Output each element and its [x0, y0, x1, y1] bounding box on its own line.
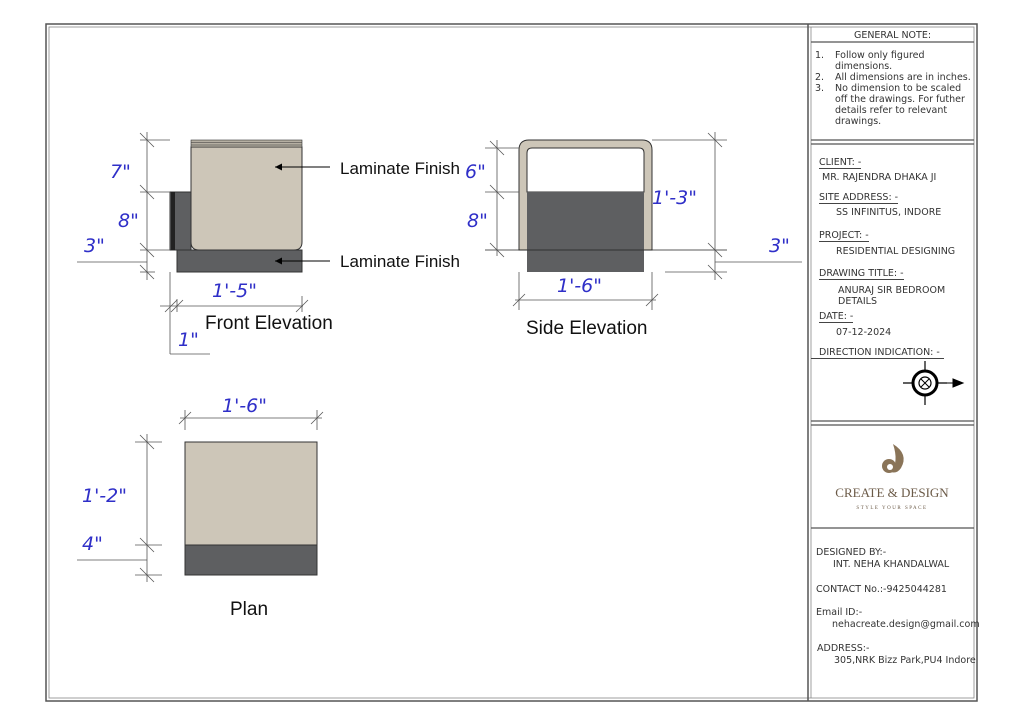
email-value: nehacreate.design@gmail.com	[832, 619, 980, 630]
front-elevation-title: Front Elevation	[205, 313, 333, 334]
drawing-title-value: ANURAJ SIR BEDROOM DETAILS	[838, 285, 946, 307]
direction-label: DIRECTION INDICATION: -	[811, 347, 944, 359]
note-item: 1. Follow only figured dimensions.	[815, 50, 973, 72]
address-label: ADDRESS:-	[817, 643, 870, 654]
dim-offset: 1"	[178, 329, 199, 351]
dim-width: 1'-5"	[212, 280, 257, 302]
note-text: Follow only figured dimensions.	[835, 50, 925, 72]
date-label: DATE: -	[819, 311, 854, 323]
note-num: 3.	[815, 83, 825, 94]
dim-depth: 1'-2"	[82, 485, 127, 507]
general-note-header: GENERAL NOTE:	[853, 30, 932, 41]
date-value: 07-12-2024	[836, 327, 892, 338]
note-num: 2.	[815, 72, 825, 83]
designed-by-value: INT. NEHA KHANDALWAL	[833, 559, 950, 570]
sheet-border	[45, 23, 978, 702]
callout-laminate-top: Laminate Finish	[340, 159, 460, 178]
note-item: 2. All dimensions are in inches.	[815, 72, 973, 83]
dim-width: 1'-6"	[222, 395, 267, 417]
client-value: MR. RAJENDRA DHAKA JI	[822, 172, 937, 183]
plan-view: 1'-6" 1'-2" 4" Plan	[77, 395, 324, 620]
drawing-title-label: DRAWING TITLE: -	[819, 268, 904, 280]
dim-top: 7"	[110, 161, 131, 183]
dim-middle: 8"	[118, 210, 139, 232]
logo-icon	[882, 444, 904, 473]
side-elevation-title: Side Elevation	[526, 318, 647, 339]
dim-base: 3"	[769, 235, 790, 257]
note-text: No dimension to be scaled off the drawin…	[835, 83, 965, 127]
logo-tagline: STYLE YOUR SPACE	[856, 506, 927, 511]
plan-title: Plan	[230, 599, 268, 620]
dim-middle: 8"	[467, 210, 488, 232]
dim-width: 1'-6"	[557, 275, 602, 297]
designed-by-label: DESIGNED BY:-	[816, 547, 887, 558]
compass-icon	[903, 361, 965, 405]
contact: CONTACT No.:-9425044281	[816, 584, 947, 595]
dim-overall: 1'-3"	[652, 187, 697, 209]
logo-name: CREATE & DESIGN	[835, 485, 949, 500]
side-elevation: 6" 8" 1'-3" 3" 1'-6" Side Elevation	[465, 132, 802, 339]
project-label: PROJECT: -	[819, 230, 869, 242]
dim-top: 6"	[465, 161, 486, 183]
address-value: 305,NRK Bizz Park,PU4 Indore	[834, 655, 976, 666]
email-label: Email ID:-	[816, 607, 863, 618]
callout-laminate-base: Laminate Finish	[340, 252, 460, 271]
project-value: RESIDENTIAL DESIGNING	[836, 246, 956, 257]
title-block-dividers	[811, 41, 974, 529]
dim-base: 3"	[84, 235, 105, 257]
front-elevation: Laminate Finish Laminate Finish 7" 8" 3"…	[77, 132, 460, 355]
dim-front: 4"	[82, 533, 103, 555]
site-label: SITE ADDRESS: -	[819, 192, 899, 204]
note-text: All dimensions are in inches.	[835, 72, 971, 83]
note-num: 1.	[815, 50, 825, 61]
general-notes: 1. Follow only figured dimensions. 2. All …	[815, 50, 973, 127]
note-item: 3. No dimension to be scaled off the draw…	[815, 83, 973, 127]
site-value: SS INFINITUS, INDORE	[836, 207, 942, 218]
client-label: CLIENT: -	[819, 157, 862, 169]
